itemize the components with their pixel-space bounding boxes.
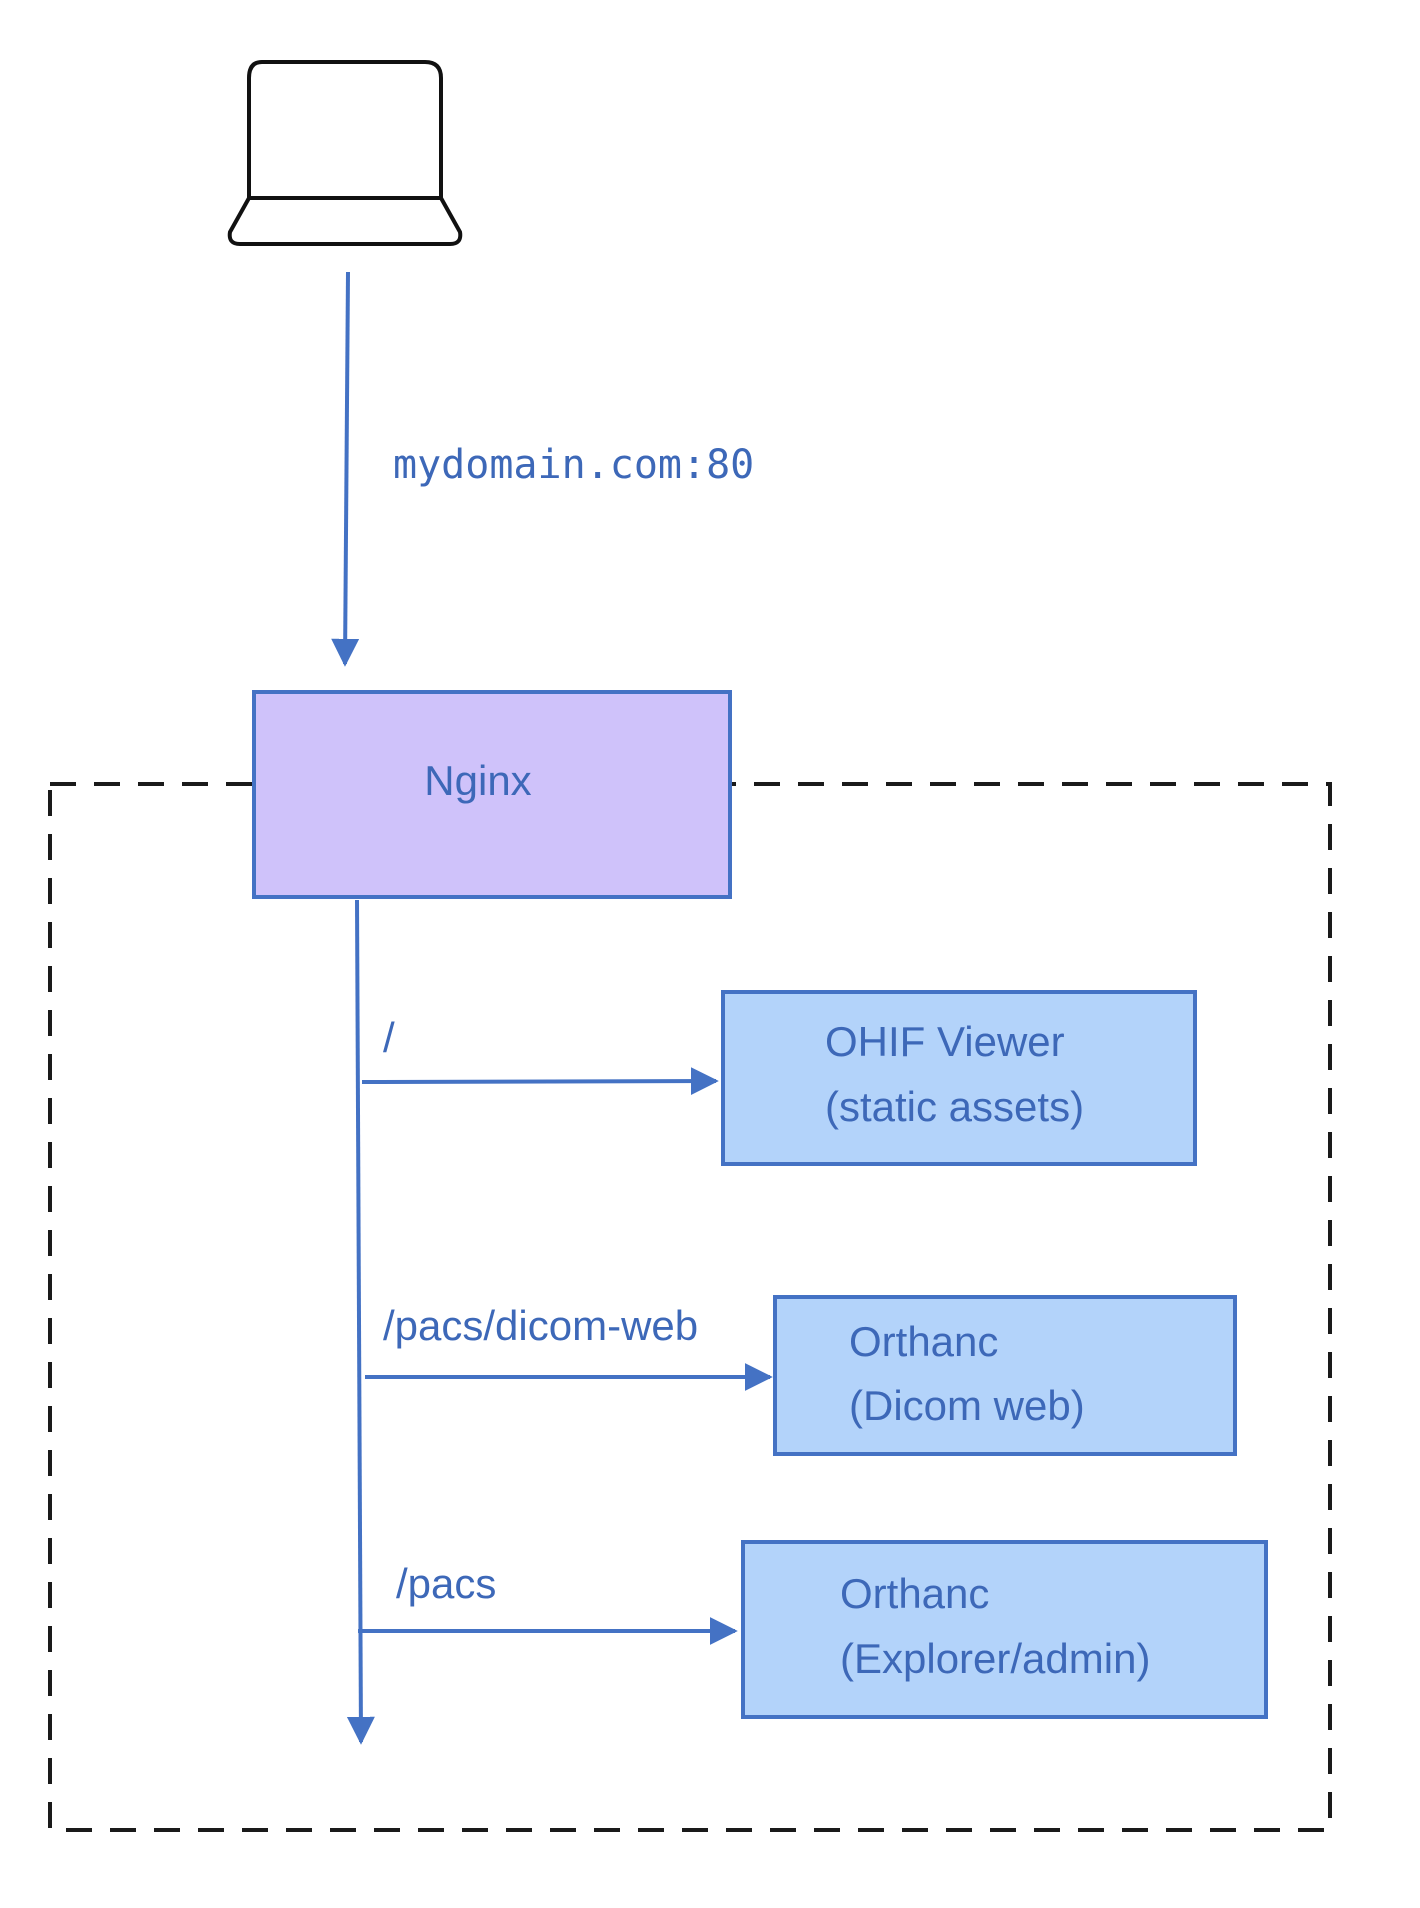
ohif-viewer-title: OHIF Viewer: [825, 1018, 1065, 1065]
nginx-box: [252, 690, 732, 899]
laptop-icon: [227, 60, 463, 246]
nginx-label: Nginx: [424, 757, 531, 804]
orthanc-dicom-web-box: [773, 1295, 1237, 1456]
route-dicom-web-label: /pacs/dicom-web: [383, 1302, 698, 1349]
client-to-nginx-label: mydomain.com:80: [393, 442, 754, 488]
ohif-viewer-subtitle: (static assets): [825, 1083, 1084, 1130]
client-to-nginx-arrow: [331, 271, 360, 667]
route-root-arrow: [361, 1067, 719, 1096]
route-root-label: /: [383, 1014, 395, 1061]
orthanc-dicom-web-subtitle: (Dicom web): [849, 1382, 1085, 1429]
orthanc-explorer-box: [741, 1540, 1268, 1719]
route-pacs-label: /pacs: [396, 1560, 496, 1607]
orthanc-explorer-title: Orthanc: [840, 1570, 989, 1617]
orthanc-explorer-subtitle: (Explorer/admin): [840, 1635, 1150, 1682]
nginx-trunk-line: [346, 899, 375, 1745]
orthanc-dicom-web-title: Orthanc: [849, 1318, 998, 1365]
ohif-viewer-box: [721, 990, 1197, 1166]
